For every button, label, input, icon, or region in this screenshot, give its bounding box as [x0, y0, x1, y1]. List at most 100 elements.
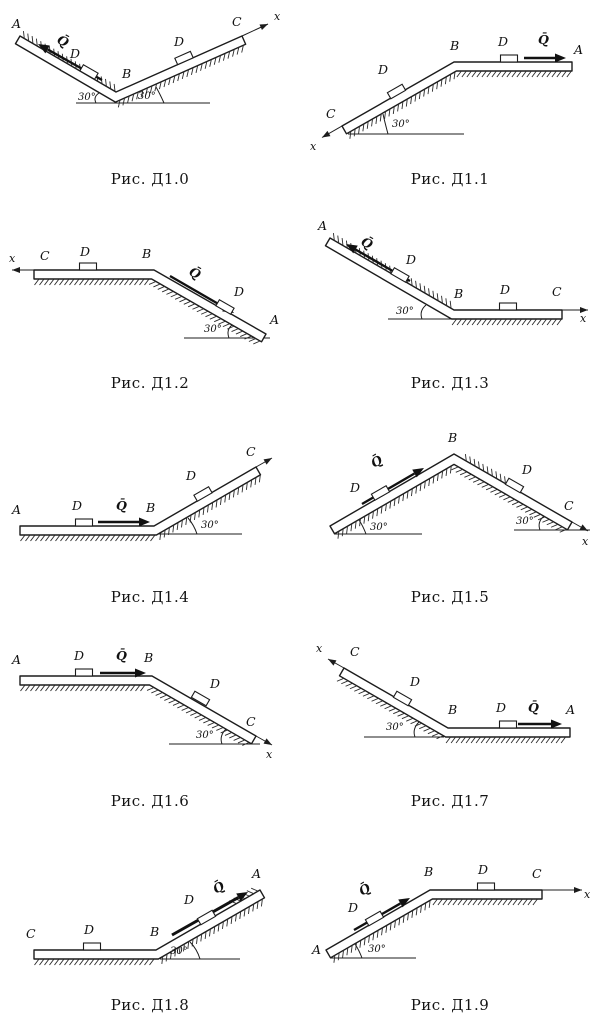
ground-hatch: [516, 70, 522, 78]
ground-hatch: [359, 940, 362, 948]
ground-hatch: [394, 920, 396, 928]
ground-hatch: [135, 684, 141, 692]
ground-hatch: [144, 278, 150, 286]
ground-hatch: [336, 677, 345, 682]
ground-hatch: [359, 518, 361, 527]
ground-hatch: [341, 528, 344, 537]
ground-hatch: [407, 912, 409, 921]
angle-arc: [220, 728, 227, 745]
ground-hatch: [250, 479, 253, 488]
label-A: A: [11, 652, 21, 667]
ground-hatch: [385, 503, 387, 512]
ground-hatch: [402, 915, 405, 923]
ground-hatch: [194, 512, 196, 520]
label-C: C: [564, 498, 574, 513]
ground-hatch: [104, 958, 110, 966]
ground-hatch: [159, 81, 162, 90]
ground-hatch: [456, 318, 462, 326]
ground-hatch: [185, 709, 194, 714]
ground-hatch: [196, 308, 204, 313]
ground-hatch: [178, 946, 181, 955]
ground-hatch: [172, 524, 175, 533]
ground-hatch: [49, 278, 55, 286]
angle-arc: [354, 943, 363, 959]
ground-hatch: [561, 70, 567, 78]
ground-hatch: [531, 318, 537, 326]
label-B: B: [449, 38, 459, 53]
ground-hatch: [432, 732, 440, 737]
ground-hatch: [240, 333, 248, 337]
angle-arc: [358, 519, 367, 535]
ground-hatch: [110, 534, 116, 542]
ground-hatch: [393, 498, 396, 507]
ground-hatch: [559, 528, 567, 533]
ground-hatch: [174, 295, 183, 300]
ground-hatch: [236, 47, 240, 55]
figure-caption: Рис. Д1.6: [110, 792, 190, 810]
ground-hatch: [140, 684, 146, 692]
ground-hatch: [436, 473, 439, 482]
ground-hatch: [80, 534, 86, 542]
ground-hatch: [354, 521, 357, 529]
ground-hatch: [515, 736, 521, 744]
ground-hatch: [464, 453, 467, 462]
ground-hatch: [129, 278, 135, 286]
ground-hatch: [189, 514, 192, 523]
ground-hatch: [372, 932, 375, 941]
ground-hatch: [401, 101, 404, 110]
ground-hatch: [472, 898, 478, 906]
figure-caption: Рис. Д1.8: [110, 996, 190, 1014]
label-B: B: [141, 246, 151, 261]
ground-hatch: [241, 484, 244, 493]
ground-hatch: [127, 95, 130, 104]
ground-hatch: [50, 684, 56, 692]
ground-hatch: [337, 952, 340, 961]
ground-hatch: [90, 684, 96, 692]
track: [329, 453, 573, 535]
slider-block: [498, 302, 518, 311]
ground-hatch: [136, 91, 139, 100]
ground-hatch: [20, 684, 26, 692]
ground-hatch: [487, 898, 493, 906]
ground-hatch: [398, 496, 400, 504]
ground-hatch: [470, 736, 476, 744]
ground-hatch: [353, 128, 356, 137]
ground-hatch: [393, 710, 401, 715]
ground-hatch: [229, 734, 237, 739]
ground-hatch: [120, 534, 126, 542]
ground-hatch: [146, 687, 155, 691]
force-arrowhead: [398, 898, 410, 908]
figure-caption: Рис. Д1.7: [410, 792, 490, 810]
ground-hatch: [540, 736, 546, 744]
label-B: B: [447, 430, 457, 445]
label-C: C: [350, 644, 360, 659]
ground-hatch: [511, 501, 520, 506]
ground-hatch: [546, 70, 552, 78]
ground-hatch: [526, 70, 532, 78]
ground-hatch: [495, 471, 498, 479]
ground-hatch: [35, 534, 41, 542]
ground-hatch: [471, 70, 477, 78]
ground-hatch: [341, 238, 344, 246]
ground-hatch: [114, 958, 120, 966]
ground-hatch: [478, 461, 480, 469]
ground-hatch: [380, 702, 388, 707]
label-x: x: [584, 888, 591, 901]
ground-hatch: [119, 278, 125, 286]
ground-hatch: [545, 736, 551, 744]
label-A: A: [251, 866, 261, 881]
label-angle: 30°: [196, 730, 214, 741]
ground-hatch: [222, 323, 230, 328]
ground-hatch: [135, 534, 141, 542]
label-angle: 30°: [78, 92, 96, 103]
ground-hatch: [491, 468, 493, 477]
ground-hatch: [124, 278, 130, 286]
label-x: x: [582, 535, 589, 548]
label-angle: 30°: [170, 946, 188, 957]
ground-hatch: [45, 534, 51, 542]
ground-hatch: [80, 684, 86, 692]
ground-hatch: [254, 477, 257, 485]
label-C: C: [552, 284, 562, 299]
